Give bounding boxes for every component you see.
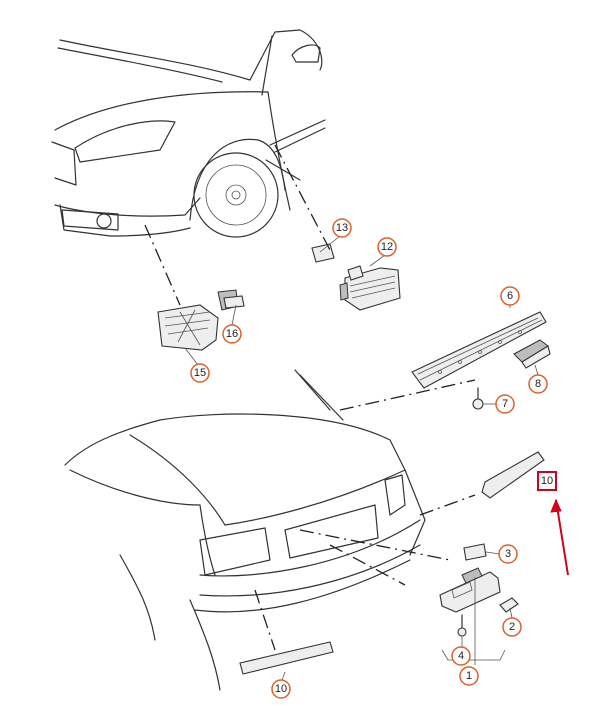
callout-6: 6	[500, 286, 520, 306]
fog-light-assembly	[157, 289, 245, 351]
brake-light-assembly	[411, 311, 551, 410]
callout-7-label: 7	[502, 398, 508, 410]
callout-10-top: 10	[537, 471, 557, 491]
callout-1-label: 1	[466, 670, 472, 682]
license-light-assembly	[439, 543, 519, 661]
callout-15-label: 15	[194, 367, 206, 379]
callout-10-top-label: 10	[541, 475, 553, 487]
callout-2: 2	[502, 617, 522, 637]
callout-13: 13	[332, 218, 352, 238]
callout-13-label: 13	[336, 222, 348, 234]
callout-16: 16	[222, 324, 242, 344]
callout-6-label: 6	[507, 290, 513, 302]
callout-16-label: 16	[226, 328, 238, 340]
callout-leaders	[184, 235, 539, 681]
callout-10-bottom-label: 10	[275, 683, 287, 695]
callout-7: 7	[495, 394, 515, 414]
callout-12: 12	[377, 237, 397, 257]
callout-8-label: 8	[535, 378, 541, 390]
callout-4-label: 4	[458, 650, 464, 662]
rear-car-outline	[64, 369, 426, 691]
leader-lines	[144, 144, 476, 665]
callout-8: 8	[528, 374, 548, 394]
red-annotation-arrow	[550, 498, 569, 576]
reflector-strips	[239, 451, 545, 675]
callout-1: 1	[459, 666, 479, 686]
callout-3-label: 3	[505, 548, 511, 560]
callout-15: 15	[190, 363, 210, 383]
front-car-outline	[51, 29, 326, 238]
callout-3: 3	[498, 544, 518, 564]
callout-2-label: 2	[509, 621, 515, 633]
callout-12-label: 12	[381, 241, 393, 253]
callout-4: 4	[451, 646, 471, 666]
callout-10-bottom: 10	[271, 679, 291, 699]
